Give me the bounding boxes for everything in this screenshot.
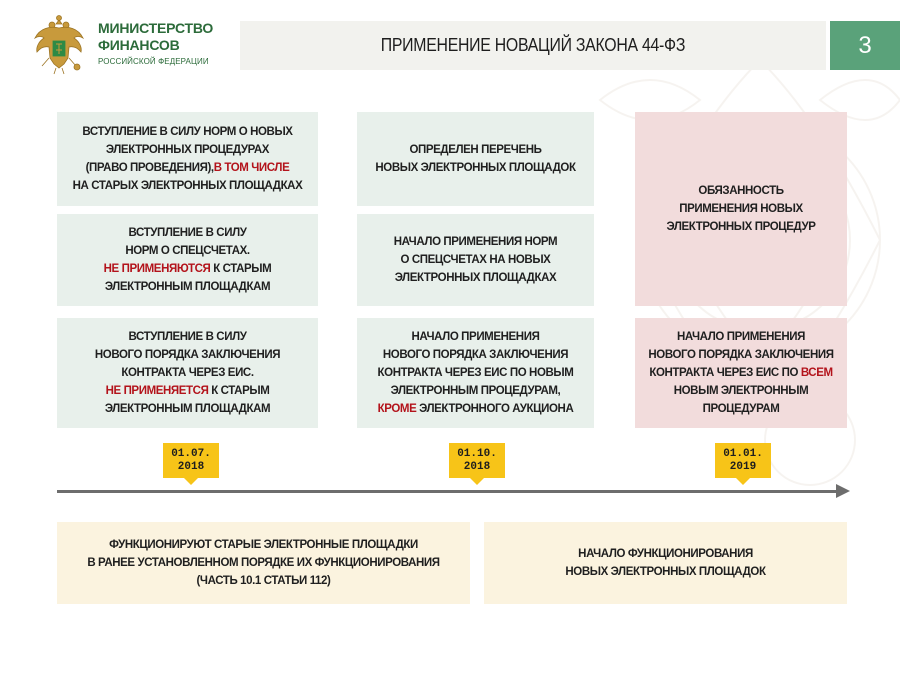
highlight-text: КРОМЕ	[377, 403, 417, 415]
card-new-platforms-start: НАЧАЛО ФУНКЦИОНИРОВАНИЯ НОВЫХ ЭЛЕКТРОННЫ…	[484, 522, 847, 604]
card-old-platforms: ФУНКЦИОНИРУЮТ СТАРЫЕ ЭЛЕКТРОННЫЕ ПЛОЩАДК…	[57, 522, 470, 604]
slide-title: ПРИМЕНЕНИЕ НОВАЦИЙ ЗАКОНА 44-ФЗ	[380, 35, 686, 55]
card-2019-01-contract-via-eis: НАЧАЛО ПРИМЕНЕНИЯ НОВОГО ПОРЯДКА ЗАКЛЮЧЕ…	[635, 318, 847, 428]
ministry-logo	[32, 14, 86, 76]
page-number-badge: 3	[830, 21, 900, 70]
card-2018-10-special-accounts: НАЧАЛО ПРИМЕНЕНИЯ НОРМ О СПЕЦСЧЕТАХ НА Н…	[357, 214, 594, 306]
ministry-line-2: ФИНАНСОВ	[98, 37, 180, 53]
ministry-name: МИНИСТЕРСТВО ФИНАНСОВ РОССИЙСКОЙ ФЕДЕРАЦ…	[98, 20, 213, 66]
date-marker-2018-10-01: 01.10. 2018	[449, 443, 505, 485]
highlight-text: ВСЕМ	[800, 367, 833, 379]
ministry-line-3: РОССИЙСКОЙ ФЕДЕРАЦИИ	[98, 57, 209, 66]
slide-title-bar: ПРИМЕНЕНИЕ НОВАЦИЙ ЗАКОНА 44-ФЗ	[240, 21, 826, 70]
page-number: 3	[858, 31, 872, 59]
highlight-text: НЕ ПРИМЕНЯЕТСЯ	[105, 385, 209, 397]
ministry-line-1: МИНИСТЕРСТВО	[98, 20, 214, 36]
highlight-text: НЕ ПРИМЕНЯЮТСЯ	[103, 263, 211, 275]
date-marker-2018-07-01: 01.07. 2018	[163, 443, 219, 485]
card-2018-10-platform-list: ОПРЕДЕЛЕН ПЕРЕЧЕНЬ НОВЫХ ЭЛЕКТРОННЫХ ПЛО…	[357, 112, 594, 206]
date-marker-2019-01-01: 01.01. 2019	[715, 443, 771, 485]
card-2018-07-new-procedures: ВСТУПЛЕНИЕ В СИЛУ НОРМ О НОВЫХ ЭЛЕКТРОНН…	[57, 112, 318, 206]
double-headed-eagle-icon	[33, 15, 85, 75]
timeline-axis	[57, 490, 837, 493]
card-2018-07-special-accounts: ВСТУПЛЕНИЕ В СИЛУ НОРМ О СПЕЦСЧЕТАХ. НЕ …	[57, 214, 318, 306]
card-2018-10-contract-via-eis: НАЧАЛО ПРИМЕНЕНИЯ НОВОГО ПОРЯДКА ЗАКЛЮЧЕ…	[357, 318, 594, 428]
arrow-right-icon	[836, 484, 850, 498]
highlight-text: В ТОМ ЧИСЛЕ	[213, 162, 290, 174]
card-2018-07-contract-via-eis: ВСТУПЛЕНИЕ В СИЛУ НОВОГО ПОРЯДКА ЗАКЛЮЧЕ…	[57, 318, 318, 428]
card-2019-01-obligation: ОБЯЗАННОСТЬ ПРИМЕНЕНИЯ НОВЫХ ЭЛЕКТРОННЫХ…	[635, 112, 847, 306]
